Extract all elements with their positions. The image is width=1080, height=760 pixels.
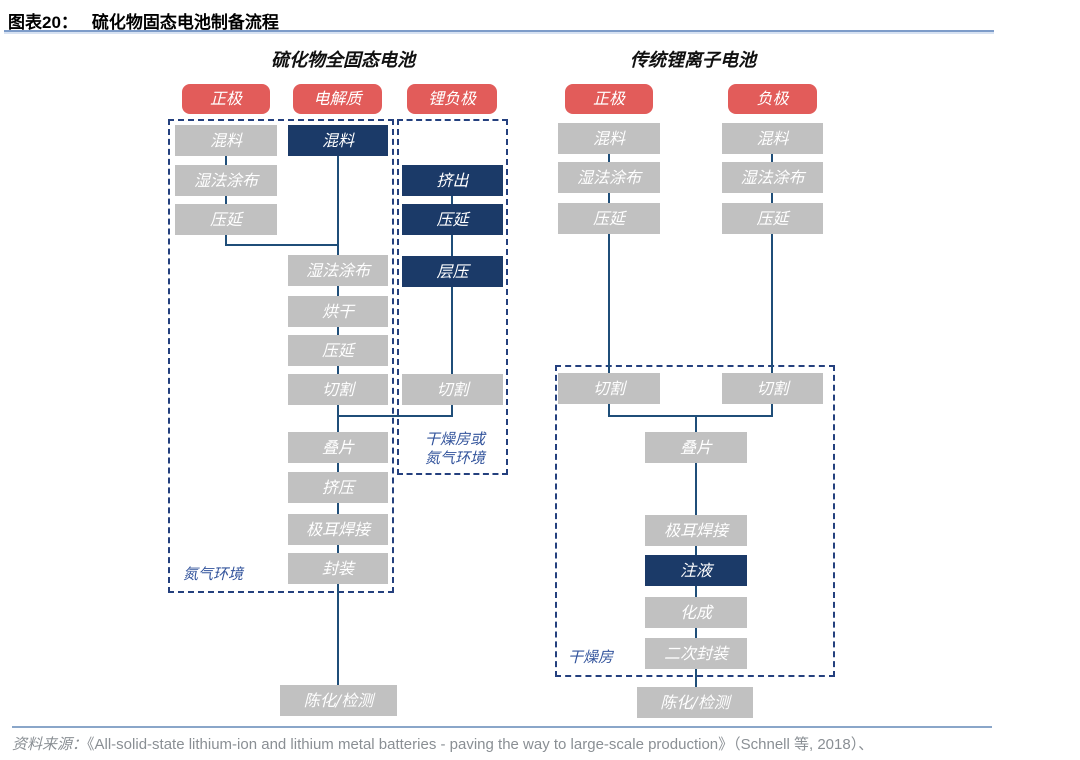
- step-stacking: 叠片: [288, 432, 388, 463]
- flow-line: [771, 193, 773, 203]
- flow-line: [451, 235, 453, 256]
- source-prefix: 资料来源：: [12, 735, 88, 753]
- flow-line: [771, 154, 773, 162]
- flow-line: [695, 628, 697, 638]
- step-secondary-packaging: 二次封装: [645, 638, 747, 669]
- env-label-dry-room: 干燥房: [568, 648, 614, 666]
- env-label-nitrogen: 氮气环境: [183, 565, 244, 583]
- figure-number: 图表20：: [8, 13, 78, 32]
- flow-line: [337, 286, 339, 296]
- header-sulfide-electrolyte: 电解质: [293, 84, 382, 114]
- step-stacking: 叠片: [645, 432, 747, 463]
- step-formation: 化成: [645, 597, 747, 628]
- flow-line: [608, 193, 610, 203]
- step-mixing: 混料: [558, 123, 660, 154]
- flow-line: [337, 415, 453, 417]
- flow-line: [337, 463, 339, 472]
- step-mixing: 混料: [722, 123, 823, 154]
- flow-line: [608, 234, 610, 373]
- flow-line: [337, 405, 339, 432]
- step-cutting: 切割: [402, 374, 503, 405]
- step-calendering-highlight: 压延: [402, 204, 503, 235]
- flow-line: [225, 196, 227, 204]
- step-mixing: 混料: [175, 125, 277, 156]
- step-wet-coating: 湿法涂布: [558, 162, 660, 193]
- flow-line: [337, 327, 339, 335]
- flow-line: [695, 586, 697, 597]
- step-drying: 烘干: [288, 296, 388, 327]
- step-tab-welding: 极耳焊接: [288, 514, 388, 545]
- flow-line: [225, 244, 339, 246]
- flow-line: [695, 669, 697, 687]
- env-label-line2: 氮气环境: [424, 449, 485, 467]
- flow-line: [225, 235, 227, 246]
- flow-line: [337, 366, 339, 374]
- step-cutting: 切割: [558, 373, 660, 404]
- flow-line: [337, 503, 339, 514]
- step-packaging: 封装: [288, 553, 388, 584]
- flow-line: [608, 404, 610, 417]
- step-tab-welding: 极耳焊接: [645, 515, 747, 546]
- step-cutting: 切割: [288, 374, 388, 405]
- step-calendering: 压延: [288, 335, 388, 366]
- step-mixing-highlight: 混料: [288, 125, 388, 156]
- step-calendering: 压延: [558, 203, 660, 234]
- flow-line: [451, 287, 453, 374]
- figure-title: 图表20： 硫化物固态电池制备流程: [8, 8, 279, 33]
- dashed-region-anode-env: [397, 119, 508, 475]
- header-traditional-anode: 负极: [728, 84, 817, 114]
- figure-title-text: 硫化物固态电池制备流程: [91, 13, 279, 32]
- header-traditional-cathode: 正极: [565, 84, 653, 114]
- step-cutting: 切割: [722, 373, 823, 404]
- flow-line: [451, 405, 453, 417]
- header-sulfide-anode: 锂负极: [407, 84, 497, 114]
- flow-line: [695, 546, 697, 555]
- flow-line: [695, 463, 697, 515]
- flow-line: [337, 156, 339, 255]
- flow-line: [225, 156, 227, 165]
- footer-divider: [12, 726, 992, 728]
- step-injection-highlight: 注液: [645, 555, 747, 586]
- step-aging-testing: 陈化/检测: [637, 687, 753, 718]
- step-lamination-highlight: 层压: [402, 256, 503, 287]
- source-text: 资料来源：《All-solid-state lithium-ion and li…: [12, 733, 1062, 754]
- flow-line: [771, 234, 773, 373]
- flow-line: [608, 415, 773, 417]
- source-citation: 《All-solid-state lithium-ion and lithium…: [87, 736, 874, 753]
- title-divider: [4, 30, 994, 34]
- flow-line: [695, 415, 697, 432]
- step-extrusion-highlight: 挤出: [402, 165, 503, 196]
- header-sulfide-cathode: 正极: [182, 84, 270, 114]
- section-title-sulfide: 硫化物全固态电池: [271, 50, 415, 71]
- step-calendering: 压延: [175, 204, 277, 235]
- flow-line: [608, 154, 610, 162]
- dashed-region-nitrogen-env: [168, 119, 394, 593]
- env-label-dry-or-nitrogen: 干燥房或 氮气环境: [405, 430, 505, 468]
- step-aging-testing: 陈化/检测: [280, 685, 397, 716]
- flow-line: [337, 584, 339, 685]
- flow-line: [337, 545, 339, 553]
- flow-line: [771, 404, 773, 417]
- step-pressing: 挤压: [288, 472, 388, 503]
- flow-line: [451, 196, 453, 204]
- env-label-line1: 干燥房或: [424, 430, 485, 448]
- step-calendering: 压延: [722, 203, 823, 234]
- section-title-traditional: 传统锂离子电池: [630, 50, 756, 71]
- step-wet-coating: 湿法涂布: [288, 255, 388, 286]
- step-wet-coating: 湿法涂布: [722, 162, 823, 193]
- step-wet-coating: 湿法涂布: [175, 165, 277, 196]
